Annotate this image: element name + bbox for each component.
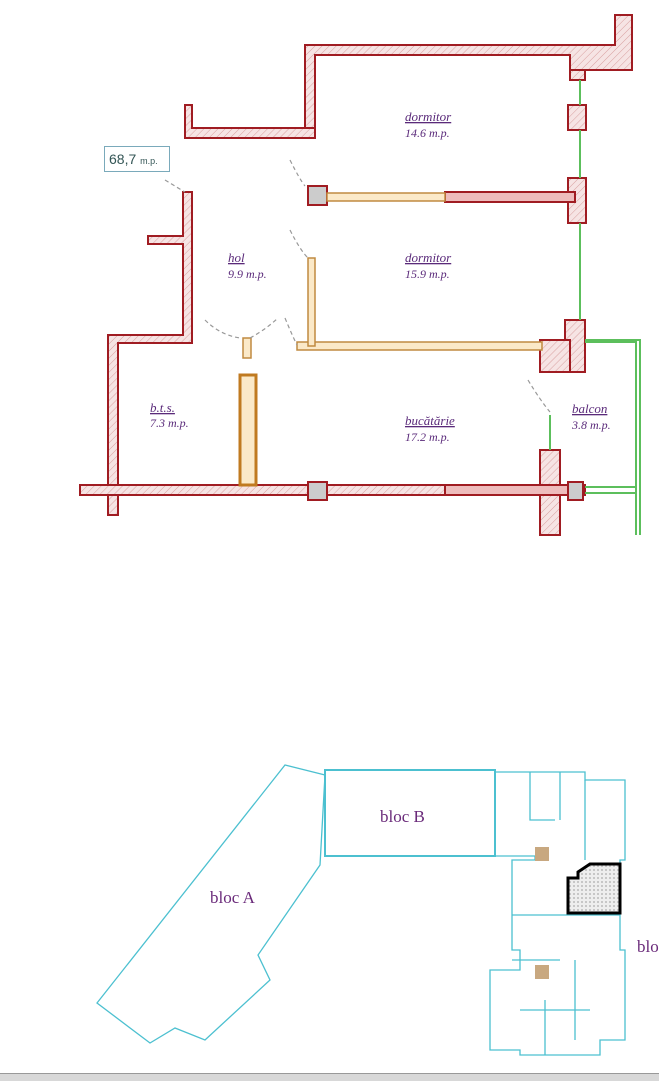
room-area: 14.6 m.p. [405,126,450,140]
total-area-badge: 68,7 m.p. [104,146,170,172]
exterior-walls [79,14,633,536]
room-name: dormitor [405,250,452,265]
room-name: dormitor [405,109,452,124]
selected-apartment [566,862,622,915]
room-area: 17.2 m.p. [405,430,450,444]
block-label: bloc B [380,807,425,826]
site-plan [96,764,626,1056]
staircase [535,965,549,979]
room-name: balcon [572,401,607,416]
room-name: hol [228,250,245,265]
bottom-bar [0,1073,659,1081]
room-area: 9.9 m.p. [228,267,267,281]
block-label: bloc A [210,888,256,907]
staircase [535,847,549,861]
bloc-a-outline [96,764,326,1044]
windows [549,80,641,535]
interior-walls [238,192,543,487]
doors [164,159,551,413]
block-label: blo [637,937,659,956]
total-area-value: 68,7 [109,151,137,167]
room-area: 15.9 m.p. [405,267,450,281]
room-area: 3.8 m.p. [571,418,611,432]
total-area-unit: m.p. [140,156,158,166]
room-name: bucătărie [405,413,455,428]
room-labels: dormitor 14.6 m.p. dormitor 15.9 m.p. ho… [150,109,611,444]
room-name: b.t.s. [150,400,175,415]
bloc-c-outline [489,771,626,1056]
room-area: 7.3 m.p. [150,416,189,430]
